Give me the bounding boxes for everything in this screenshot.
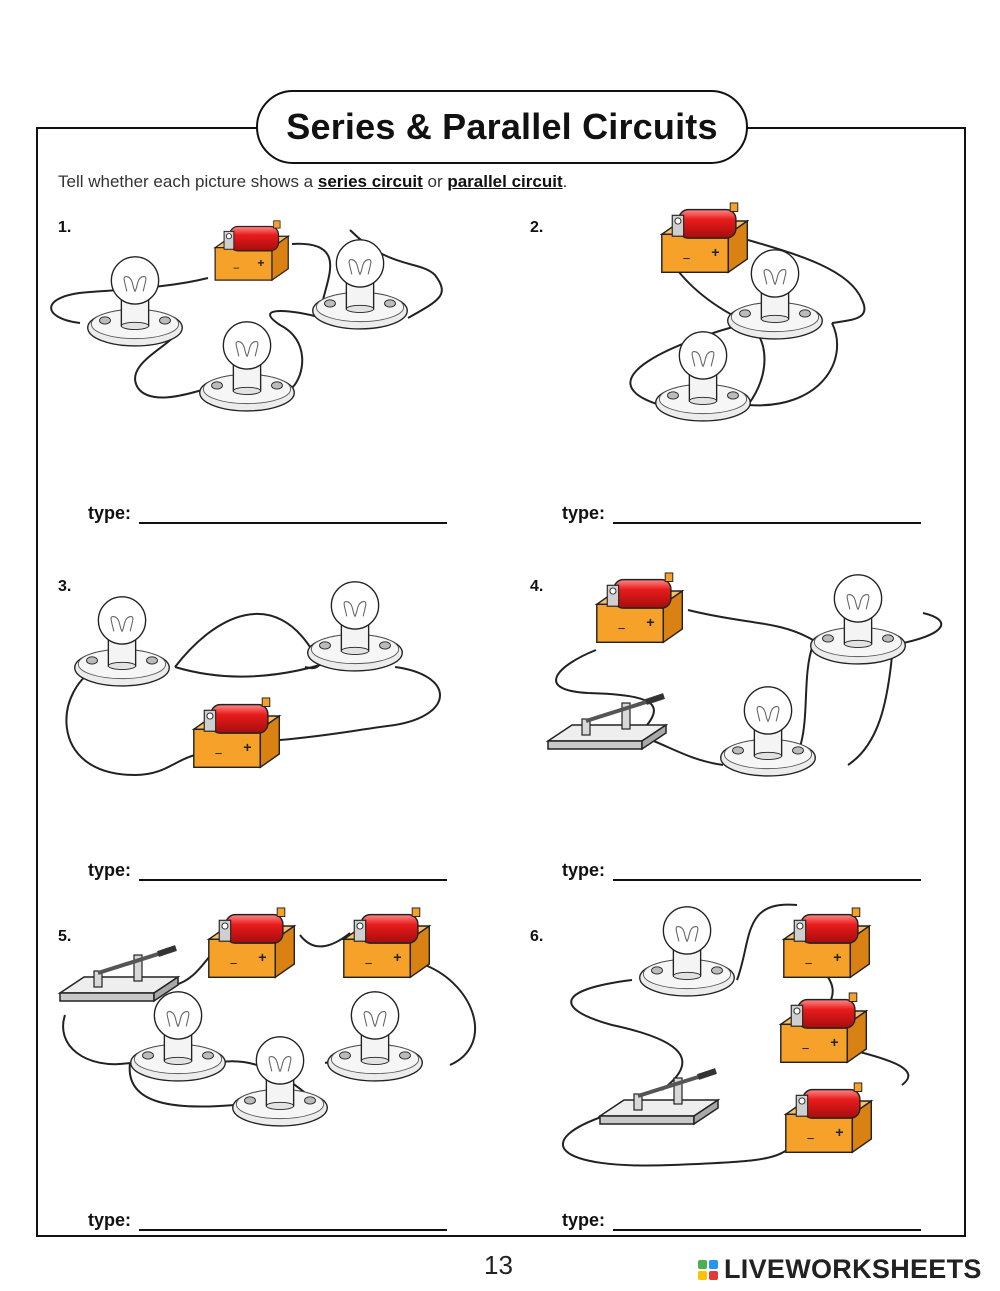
battery-icon: [785, 1082, 873, 1154]
bulb-icon: [809, 574, 907, 665]
circuit-diagram-5: [55, 907, 477, 1127]
series-circuit-term: series circuit: [317, 172, 423, 191]
battery-icon: [343, 907, 431, 979]
title-banner: Series & Parallel Circuits: [256, 90, 748, 164]
parallel-circuit-term: parallel circuit: [447, 172, 563, 191]
answer-input-3[interactable]: [139, 857, 448, 881]
problem-5-number: 5.: [58, 928, 72, 945]
battery-icon: [780, 992, 868, 1064]
type-label: type:: [562, 1210, 606, 1230]
answer-row-2: type:: [562, 500, 922, 524]
problem-4-number: 4.: [530, 578, 544, 595]
bulb-icon: [306, 581, 404, 672]
circuit-diagram-6: [561, 903, 910, 1167]
bulb-icon: [326, 991, 424, 1082]
type-label: type:: [562, 860, 606, 880]
battery-icon: [208, 907, 296, 979]
circuit-diagram-3: [65, 581, 441, 777]
switch-icon: [600, 1071, 718, 1124]
problem-1-number: 1.: [58, 219, 72, 236]
circuit-diagram-1: [50, 220, 443, 412]
bulb-icon: [638, 906, 736, 997]
page-title: Series & Parallel Circuits: [286, 106, 718, 147]
bulb-icon: [73, 596, 171, 687]
bulb-icon: [719, 686, 817, 777]
answer-input-4[interactable]: [613, 857, 922, 881]
battery-icon: [596, 572, 684, 644]
brand-name: LIVEWORKSHEETS: [724, 1254, 982, 1284]
instructions: Tell whether each picture shows a series…: [58, 172, 568, 191]
battery-icon: [214, 220, 289, 281]
bulb-icon: [129, 991, 227, 1082]
answer-input-1[interactable]: [139, 500, 448, 524]
type-label: type:: [562, 503, 606, 523]
brand-logo[interactable]: LIVEWORKSHEETS: [698, 1254, 982, 1285]
bulb-icon: [654, 331, 752, 422]
bulb-icon: [231, 1036, 329, 1127]
answer-row-5: type:: [88, 1207, 448, 1231]
answer-input-2[interactable]: [613, 500, 922, 524]
problem-6-number: 6.: [530, 928, 544, 945]
answer-row-3: type:: [88, 857, 448, 881]
type-label: type:: [88, 1210, 132, 1230]
bulb-icon: [86, 256, 184, 347]
problem-2-number: 2.: [530, 219, 544, 236]
circuit-diagram-4: [548, 572, 943, 777]
battery-icon: [193, 697, 281, 769]
liveworksheets-logo-icon: [698, 1259, 718, 1280]
switch-icon: [60, 948, 178, 1001]
problem-3-number: 3.: [58, 578, 72, 595]
bulb-icon: [198, 321, 296, 412]
type-label: type:: [88, 860, 132, 880]
type-label: type:: [88, 503, 132, 523]
answer-row-1: type:: [88, 500, 448, 524]
answer-input-5[interactable]: [139, 1207, 448, 1231]
page-number: 13: [484, 1250, 513, 1280]
battery-icon: [783, 907, 871, 979]
circuit-diagram-2: [629, 202, 866, 422]
answer-row-4: type:: [562, 857, 922, 881]
battery-icon: [661, 202, 749, 274]
answer-input-6[interactable]: [613, 1207, 922, 1231]
answer-row-6: type:: [562, 1207, 922, 1231]
